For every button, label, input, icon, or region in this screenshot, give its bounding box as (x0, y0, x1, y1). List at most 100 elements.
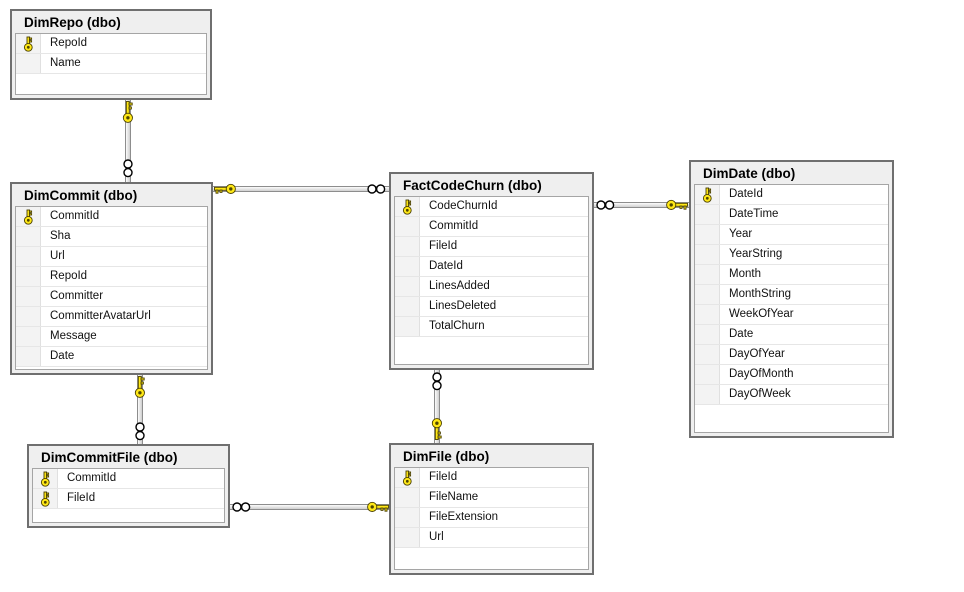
column-row[interactable]: Sha (16, 227, 207, 247)
column-icon-cell (395, 257, 420, 276)
column-name: DateTime (729, 208, 779, 220)
column-row[interactable]: DayOfMonth (695, 365, 888, 385)
column-row[interactable]: TotalChurn (395, 317, 588, 337)
column-name: YearString (729, 248, 783, 260)
column-name: DayOfYear (729, 348, 785, 360)
column-row[interactable]: DayOfWeek (695, 385, 888, 405)
column-row[interactable]: CommitId (395, 217, 588, 237)
primary-key-cell (395, 468, 420, 487)
column-name: DateId (429, 260, 463, 272)
column-icon-cell (695, 365, 720, 384)
column-icon-cell (695, 305, 720, 324)
column-icon-cell (395, 277, 420, 296)
column-row[interactable]: Month (695, 265, 888, 285)
primary-key-icon (402, 470, 412, 486)
column-row[interactable]: WeekOfYear (695, 305, 888, 325)
column-row[interactable]: Url (395, 528, 588, 548)
column-row[interactable]: LinesDeleted (395, 297, 588, 317)
column-row[interactable]: FileId (33, 489, 224, 509)
table-title[interactable]: DimRepo (dbo) (24, 15, 121, 30)
column-row[interactable]: DayOfYear (695, 345, 888, 365)
column-name: Message (50, 330, 97, 342)
primary-key-icon (40, 491, 50, 507)
column-row[interactable]: CodeChurnId (395, 197, 588, 217)
table-title[interactable]: DimCommitFile (dbo) (41, 450, 178, 465)
column-row[interactable]: CommitId (16, 207, 207, 227)
primary-key-cell (16, 207, 41, 226)
column-icon-cell (16, 247, 41, 266)
primary-key-icon (40, 471, 50, 487)
column-row[interactable]: CommitId (33, 469, 224, 489)
primary-key-cell (33, 469, 58, 488)
column-row[interactable]: YearString (695, 245, 888, 265)
table-title[interactable]: DimCommit (dbo) (24, 188, 138, 203)
column-name: CommitId (67, 472, 117, 484)
table-title[interactable]: DimDate (dbo) (703, 166, 796, 181)
column-icon-cell (395, 217, 420, 236)
column-name: Date (729, 328, 754, 340)
column-icon-cell (395, 297, 420, 316)
column-name: Url (50, 250, 65, 262)
column-name: RepoId (50, 270, 88, 282)
column-row[interactable]: RepoId (16, 34, 206, 54)
column-name: DayOfWeek (729, 388, 791, 400)
column-row[interactable]: RepoId (16, 267, 207, 287)
column-row[interactable]: Name (16, 54, 206, 74)
column-row[interactable]: FileId (395, 237, 588, 257)
column-name: CommitId (50, 210, 100, 222)
column-row[interactable]: Message (16, 327, 207, 347)
column-row[interactable]: Date (695, 325, 888, 345)
column-name: Name (50, 57, 81, 69)
column-name: FileId (67, 492, 96, 504)
column-name: TotalChurn (429, 320, 485, 332)
primary-key-icon (702, 187, 712, 203)
column-icon-cell (695, 385, 720, 404)
column-row[interactable]: CommitterAvatarUrl (16, 307, 207, 327)
column-row[interactable]: DateId (695, 185, 888, 205)
primary-key-icon (402, 199, 412, 215)
column-row[interactable]: Date (16, 347, 207, 367)
column-icon-cell (16, 267, 41, 286)
column-row[interactable]: Year (695, 225, 888, 245)
column-row[interactable]: FileId (395, 468, 588, 488)
column-name: Date (50, 350, 75, 362)
column-row[interactable]: FileExtension (395, 508, 588, 528)
column-icon-cell (695, 225, 720, 244)
column-row[interactable]: MonthString (695, 285, 888, 305)
column-name: CommitId (429, 220, 479, 232)
column-name: FileId (429, 240, 458, 252)
column-name: FileExtension (429, 511, 499, 523)
column-icon-cell (395, 237, 420, 256)
column-row[interactable]: Url (16, 247, 207, 267)
column-name: Month (729, 268, 761, 280)
primary-key-icon (23, 36, 33, 52)
column-row[interactable]: LinesAdded (395, 277, 588, 297)
column-icon-cell (16, 307, 41, 326)
column-icon-cell (695, 285, 720, 304)
column-name: LinesAdded (429, 280, 490, 292)
column-row[interactable]: DateId (395, 257, 588, 277)
column-row[interactable]: DateTime (695, 205, 888, 225)
primary-key-cell (395, 197, 420, 216)
column-name: FileId (429, 471, 458, 483)
column-row[interactable]: Committer (16, 287, 207, 307)
column-row[interactable]: FileName (395, 488, 588, 508)
column-name: DateId (729, 188, 763, 200)
table-title[interactable]: FactCodeChurn (dbo) (403, 178, 542, 193)
column-icon-cell (395, 317, 420, 336)
table-title[interactable]: DimFile (dbo) (403, 449, 490, 464)
column-icon-cell (16, 327, 41, 346)
primary-key-icon (23, 209, 33, 225)
